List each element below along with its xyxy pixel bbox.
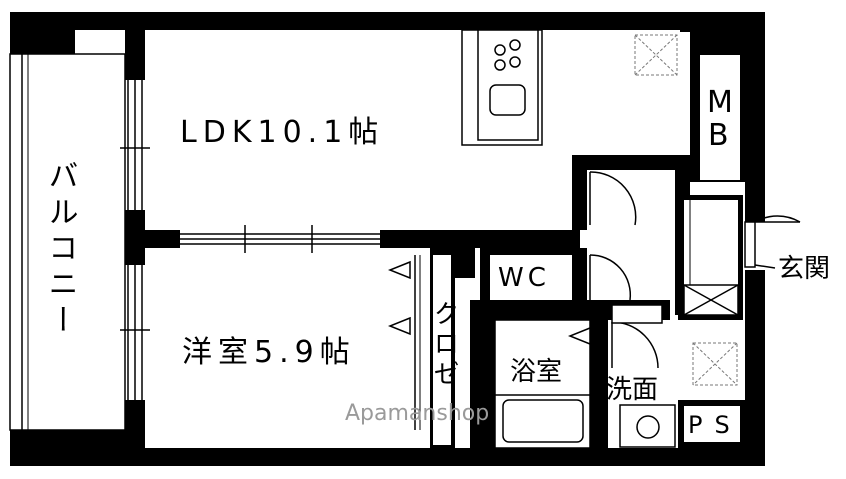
closet-label: クロゼ bbox=[429, 300, 459, 390]
kitchen bbox=[461, 29, 543, 146]
window-lines bbox=[120, 80, 150, 400]
fridge-space bbox=[634, 34, 678, 76]
washroom-label: 洗面 bbox=[606, 375, 658, 405]
entrance-label: 玄関 bbox=[778, 254, 830, 284]
bath-label: 浴室 bbox=[510, 357, 562, 387]
closet-wall bbox=[455, 248, 475, 278]
wc bbox=[480, 248, 632, 303]
bath bbox=[494, 319, 591, 449]
entrance bbox=[678, 195, 801, 320]
wc-label: WC bbox=[498, 263, 550, 293]
bath-west-wall bbox=[470, 300, 495, 448]
sliding-door bbox=[180, 225, 380, 253]
ldk-western-wall bbox=[145, 230, 580, 248]
bath-east-wall bbox=[590, 320, 608, 448]
balcony-label: バルコニー bbox=[43, 160, 78, 340]
ldk-label: LDK10.1帖 bbox=[180, 115, 384, 150]
mb-box bbox=[690, 30, 745, 182]
balcony bbox=[9, 53, 126, 431]
washroom bbox=[611, 304, 738, 448]
ps-box bbox=[678, 400, 745, 448]
hall-door bbox=[589, 171, 637, 226]
balcony-windows bbox=[125, 30, 145, 450]
western-room-label: 洋室5.9帖 bbox=[182, 335, 356, 370]
ps-label: PS bbox=[688, 411, 742, 439]
closet bbox=[387, 248, 455, 448]
mb-label-bottom: B bbox=[708, 118, 729, 153]
mb-label-top: M bbox=[707, 85, 733, 120]
outer-walls bbox=[10, 12, 765, 466]
watermark-logo: Apamanshop bbox=[345, 401, 489, 426]
